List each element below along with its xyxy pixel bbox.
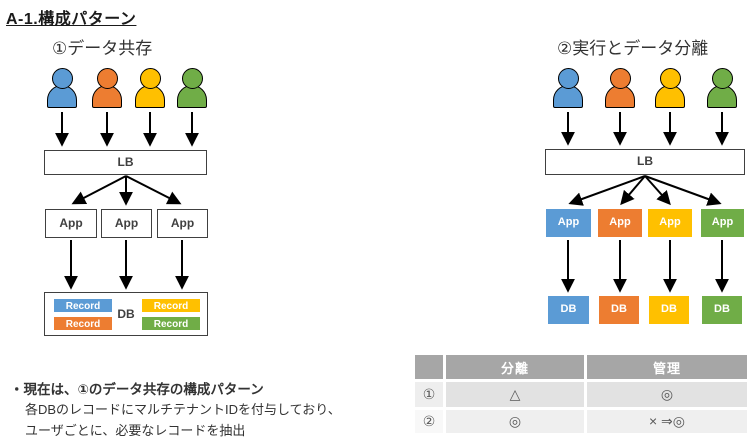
- user-head: [96, 68, 118, 89]
- app-box-green: App: [700, 208, 745, 238]
- user-icon-green: [177, 68, 207, 109]
- user-head: [181, 68, 203, 89]
- user-head: [659, 68, 681, 89]
- app-box: App: [157, 209, 208, 238]
- user-icon-orange: [605, 68, 635, 109]
- user-head: [711, 68, 733, 89]
- user-icon-yellow: [655, 68, 685, 109]
- note-line-tenant-id: 各DBのレコードにマルチテナントIDを付与しており、: [25, 402, 341, 417]
- user-icon-green: [707, 68, 737, 109]
- note-line-extract-records: ユーザごとに、必要なレコードを抽出: [25, 423, 246, 438]
- diagram1-label: ①データ共存: [52, 39, 153, 58]
- record-chip: Record: [141, 316, 201, 331]
- user-head: [557, 68, 579, 89]
- record-chip: Record: [53, 298, 113, 313]
- db-box-orange: DB: [598, 295, 640, 325]
- user-icon-blue: [553, 68, 583, 109]
- db-box-blue: DB: [547, 295, 590, 325]
- user-icon-orange: [92, 68, 122, 109]
- app-box-orange: App: [597, 208, 643, 238]
- table-header-blank: [415, 355, 443, 379]
- app-box-blue: App: [545, 208, 592, 238]
- page-title: A-1.構成パターン: [6, 11, 137, 28]
- table-row1-management: ◎: [587, 382, 747, 407]
- table-row2-id: ②: [415, 410, 443, 433]
- table-row2-management: × ⇒◎: [587, 410, 747, 433]
- diagram2-label: ②実行とデータ分離: [557, 39, 709, 58]
- record-chip: Record: [141, 298, 201, 313]
- user-head: [139, 68, 161, 89]
- table-row1-separation: △: [446, 382, 584, 407]
- db-label: DB: [117, 307, 135, 321]
- user-icon-yellow: [135, 68, 165, 109]
- db-box-green: DB: [701, 295, 743, 325]
- app-box: App: [101, 209, 152, 238]
- db-box-yellow: DB: [648, 295, 690, 325]
- table-row1-id: ①: [415, 382, 443, 407]
- table-header-separation: 分離: [446, 355, 584, 379]
- app-box: App: [45, 209, 97, 238]
- table-header-management: 管理: [587, 355, 747, 379]
- note-line-current-pattern: ・現在は、①のデータ共存の構成パターン: [10, 382, 264, 397]
- app-box-yellow: App: [647, 208, 693, 238]
- user-icon-blue: [47, 68, 77, 109]
- load-balancer-box: LB: [44, 150, 207, 175]
- user-head: [609, 68, 631, 89]
- shared-db-box: Record Record Record Record DB: [44, 292, 208, 336]
- load-balancer-box: LB: [545, 149, 745, 175]
- user-head: [51, 68, 73, 89]
- comparison-table: 分離 管理 ① △ ◎ ② ◎ × ⇒◎: [415, 355, 747, 433]
- record-chip: Record: [53, 316, 113, 331]
- table-row2-separation: ◎: [446, 410, 584, 433]
